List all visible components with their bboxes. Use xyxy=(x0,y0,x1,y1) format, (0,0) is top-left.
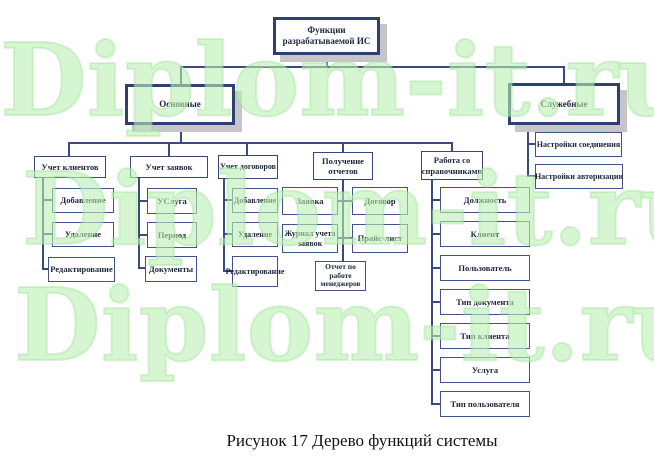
connector-line xyxy=(527,143,535,145)
tree-node-leaf: Документы xyxy=(145,256,197,282)
connector-line xyxy=(431,180,433,405)
connector-line xyxy=(431,233,440,235)
tree-node-leaf: УСлуга xyxy=(147,188,197,214)
tree-node-leaf: Услуга xyxy=(440,357,530,383)
tree-node-branch: Получение отчетов xyxy=(313,152,373,180)
connector-line xyxy=(180,125,182,144)
connector-line xyxy=(180,66,182,85)
connector-line xyxy=(344,200,352,202)
tree-node-leaf: Журнал учета заявок xyxy=(282,224,338,253)
connector-line xyxy=(342,142,344,153)
connector-line xyxy=(138,267,146,269)
connector-line xyxy=(431,301,440,303)
tree-node-branch: Работа со справочниками xyxy=(421,151,483,180)
connector-line xyxy=(42,268,49,270)
tree-node-leaf: Удаление xyxy=(52,222,114,247)
connector-line xyxy=(138,234,147,236)
tree-node-leaf: Настройки соединения xyxy=(535,132,622,157)
tree-node-leaf: Пользователь xyxy=(440,255,530,281)
tree-node-service: Служебные xyxy=(508,83,620,125)
tree-node-leaf: Заявка xyxy=(282,187,338,215)
connector-line xyxy=(223,179,225,271)
connector-line xyxy=(42,233,52,235)
figure-caption: Рисунок 17 Дерево функций системы xyxy=(226,431,498,450)
connector-line xyxy=(431,199,440,201)
connector-line xyxy=(42,178,44,270)
tree-node-leaf: Редактирование xyxy=(48,257,115,282)
tree-node-leaf: Удаление xyxy=(232,222,278,247)
connector-line xyxy=(138,200,147,202)
connector-line xyxy=(180,66,565,68)
connector-line xyxy=(42,199,52,201)
tree-node-leaf: Отчет по работе менеджеров xyxy=(315,261,366,291)
tree-node-leaf: Добавление xyxy=(232,188,278,213)
connector-line xyxy=(68,142,70,157)
connector-line xyxy=(338,200,342,202)
tree-node-leaf: Период xyxy=(147,222,197,248)
connector-line xyxy=(138,178,140,269)
connector-line xyxy=(527,175,535,177)
connector-line xyxy=(168,142,170,157)
connector-line xyxy=(431,267,440,269)
tree-node-leaf: Добавление xyxy=(52,188,114,213)
tree-node-main: Основные xyxy=(125,84,235,125)
connector-line xyxy=(527,125,529,177)
connector-line xyxy=(223,233,232,235)
connector-line xyxy=(223,270,232,272)
tree-node-branch: Учет договоров xyxy=(218,155,278,179)
tree-node-leaf: Настройки авторизации xyxy=(535,164,623,189)
connector-line xyxy=(338,237,342,239)
tree-node-leaf: Тип пользователя xyxy=(440,391,530,417)
tree-node-leaf: Тип документа xyxy=(440,289,530,315)
connector-line xyxy=(326,55,328,68)
connector-line xyxy=(342,180,344,261)
tree-node-leaf: Должность xyxy=(440,187,530,213)
tree-node-branch: Учет клиентов xyxy=(34,156,106,178)
tree-node-leaf: Клиент xyxy=(440,221,530,247)
connector-line xyxy=(451,142,453,152)
tree-node-leaf: Договор xyxy=(352,187,408,215)
connector-line xyxy=(344,237,352,239)
tree-node-branch: Учет заявок xyxy=(130,156,208,178)
connector-line xyxy=(431,369,440,371)
connector-line xyxy=(563,66,565,84)
connector-line xyxy=(68,142,453,144)
tree-node-leaf: Редактирование xyxy=(226,256,284,287)
connector-line xyxy=(431,335,440,337)
tree-node-leaf: Прайс-лист xyxy=(352,224,408,253)
tree-node-leaf: Тип клиента xyxy=(440,323,530,349)
connector-line xyxy=(246,142,248,156)
connector-line xyxy=(431,403,440,405)
tree-node-root: Функции разрабатываемой ИС xyxy=(273,17,380,55)
connector-line xyxy=(223,199,232,201)
